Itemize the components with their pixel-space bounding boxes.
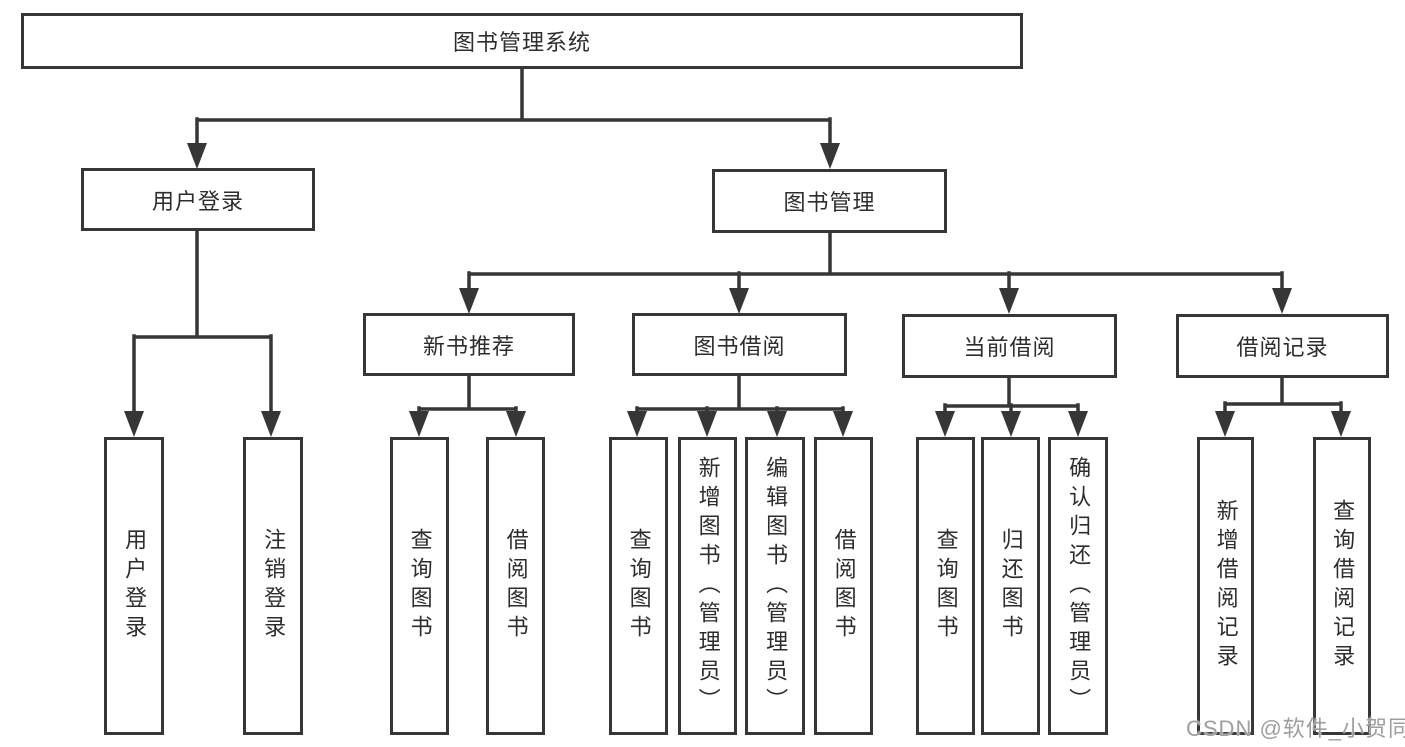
leaf-query-borrow-record: 查询借阅记录 (1313, 437, 1371, 735)
leaf-edit-book-admin-label: 编辑图书（管理员） (763, 455, 789, 717)
branch-user-login-label: 用户登录 (151, 188, 244, 214)
leaf-query-book-current-label: 查询图书 (933, 528, 959, 644)
leaf-logout-label: 注销登录 (261, 528, 287, 644)
root-node-label: 图书管理系统 (452, 30, 591, 55)
section-new-book-recommend-label: 新书推荐 (422, 333, 515, 359)
section-borrow-records: 借阅记录 (1176, 314, 1389, 378)
leaf-add-borrow-record: 新增借阅记录 (1197, 437, 1254, 735)
leaf-add-borrow-record-label: 新增借阅记录 (1213, 499, 1239, 673)
leaf-confirm-return-admin-label: 确认归还（管理员） (1066, 455, 1092, 717)
root-node: 图书管理系统 (21, 13, 1023, 69)
leaf-query-borrow-record-label: 查询借阅记录 (1330, 499, 1356, 673)
branch-book-management-label: 图书管理 (783, 190, 876, 215)
leaf-return-book: 归还图书 (981, 437, 1040, 735)
leaf-edit-book-admin: 编辑图书（管理员） (745, 437, 805, 735)
leaf-borrow-book: 借阅图书 (814, 437, 873, 735)
leaf-query-book-recommend: 查询图书 (390, 437, 449, 735)
leaf-confirm-return-admin: 确认归还（管理员） (1048, 437, 1108, 735)
arrowhead-icons (124, 143, 1351, 437)
leaf-add-book-admin-label: 新增图书（管理员） (695, 455, 721, 717)
watermark: CSDN @软件_小贺同学 (1186, 716, 1405, 741)
leaf-borrow-book-recommend: 借阅图书 (486, 437, 545, 735)
leaf-return-book-label: 归还图书 (998, 528, 1024, 644)
leaf-borrow-book-label: 借阅图书 (831, 528, 857, 644)
section-borrow-records-label: 借阅记录 (1236, 335, 1329, 360)
section-current-borrow: 当前借阅 (902, 314, 1117, 378)
section-book-borrow: 图书借阅 (632, 313, 847, 376)
leaf-borrow-book-recommend-label: 借阅图书 (503, 528, 529, 644)
leaf-user-login: 用户登录 (104, 437, 164, 735)
leaf-query-book-borrow-label: 查询图书 (626, 528, 652, 644)
leaf-query-book-current: 查询图书 (916, 437, 975, 735)
leaf-add-book-admin: 新增图书（管理员） (678, 437, 737, 735)
leaf-query-book-borrow: 查询图书 (609, 437, 668, 735)
branch-book-management: 图书管理 (712, 169, 947, 233)
section-current-borrow-label: 当前借阅 (963, 335, 1056, 360)
branch-user-login: 用户登录 (81, 168, 315, 231)
section-new-book-recommend: 新书推荐 (363, 313, 575, 376)
leaf-logout: 注销登录 (243, 437, 303, 735)
leaf-user-login-label: 用户登录 (122, 528, 148, 644)
section-book-borrow-label: 图书借阅 (693, 333, 786, 359)
leaf-query-book-recommend-label: 查询图书 (407, 528, 433, 644)
